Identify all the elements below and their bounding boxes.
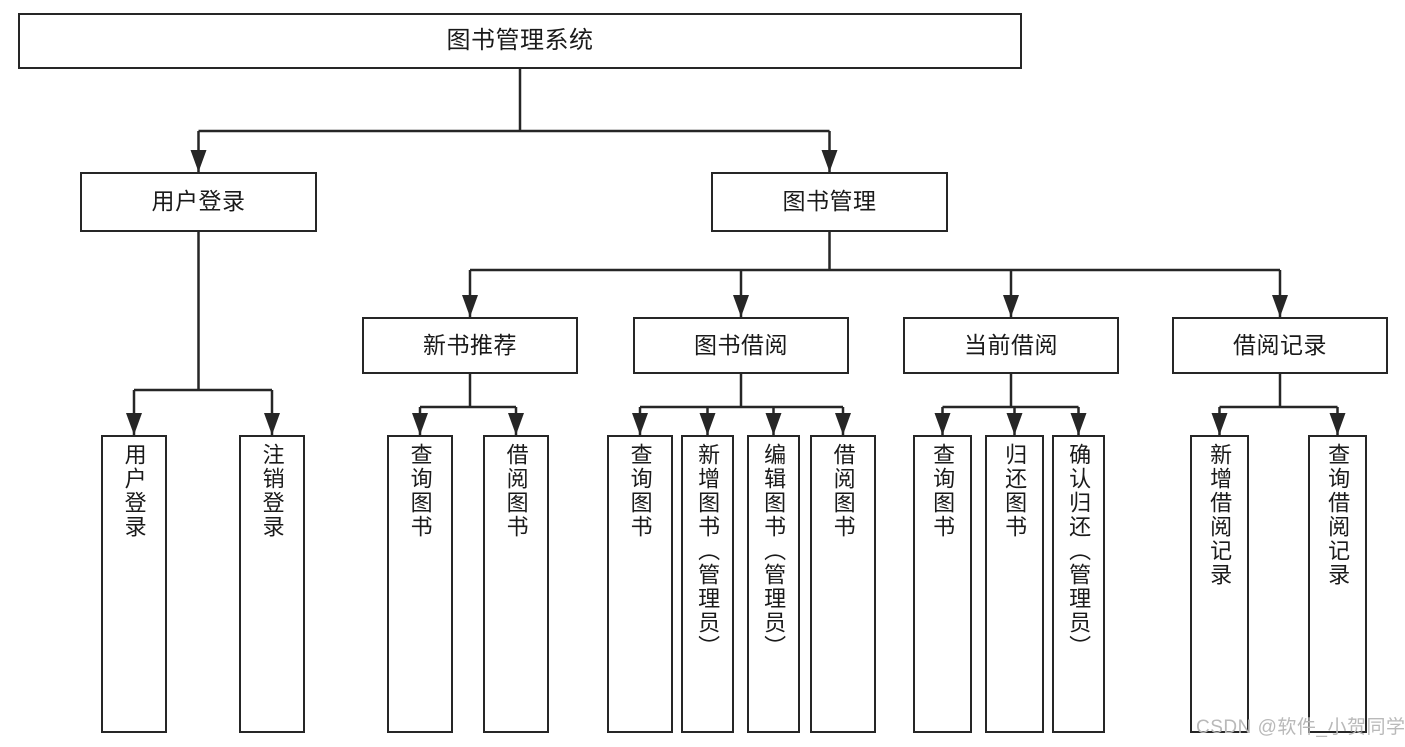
arrowhead-icon <box>126 413 142 435</box>
arrowhead-icon <box>699 413 716 435</box>
node-label: 新增图书（管理员） <box>695 443 721 659</box>
node-l-cur-query-book[interactable]: 查询图书 <box>913 435 972 733</box>
node-n-borrow-record[interactable]: 借阅记录 <box>1172 317 1388 374</box>
arrowhead-icon <box>190 150 207 172</box>
arrowhead-icon <box>632 413 648 435</box>
arrowhead-icon <box>821 150 838 172</box>
node-l-rec-query-record[interactable]: 查询借阅记录 <box>1308 435 1367 733</box>
node-l-rec-add-record[interactable]: 新增借阅记录 <box>1190 435 1249 733</box>
node-label: 查询借阅记录 <box>1325 443 1351 587</box>
arrowhead-icon <box>835 413 851 435</box>
node-l-rec-query-book[interactable]: 查询图书 <box>387 435 453 733</box>
node-label: 图书借阅 <box>694 331 788 358</box>
node-l-user-logout[interactable]: 注销登录 <box>239 435 305 733</box>
node-n-user-login[interactable]: 用户登录 <box>80 172 317 232</box>
arrowhead-icon <box>1003 295 1019 317</box>
node-label: 用户登录 <box>151 188 246 215</box>
node-n-book-manage[interactable]: 图书管理 <box>711 172 948 232</box>
arrowhead-icon <box>1272 295 1288 317</box>
node-label: 编辑图书（管理员） <box>761 443 787 659</box>
watermark: CSDN @软件_小贺同学 <box>1196 717 1405 738</box>
node-l-borrow-query-book[interactable]: 查询图书 <box>607 435 673 733</box>
arrowhead-icon <box>462 295 478 317</box>
node-label: 确认归还（管理员） <box>1066 443 1092 659</box>
arrowhead-icon <box>934 413 951 435</box>
node-label: 用户登录 <box>121 443 147 539</box>
node-root[interactable]: 图书管理系统 <box>18 13 1022 69</box>
arrowhead-icon <box>765 413 782 435</box>
node-l-cur-confirm-return[interactable]: 确认归还（管理员） <box>1052 435 1105 733</box>
arrowhead-icon <box>1006 413 1023 435</box>
node-label: 注销登录 <box>259 443 285 539</box>
arrowhead-icon <box>1329 413 1346 435</box>
node-n-book-borrow[interactable]: 图书借阅 <box>633 317 849 374</box>
node-label: 查询图书 <box>407 443 433 539</box>
node-n-new-book-rec[interactable]: 新书推荐 <box>362 317 578 374</box>
arrowhead-icon <box>1211 413 1228 435</box>
arrowhead-icon <box>733 295 749 317</box>
node-l-borrow-borrow-book[interactable]: 借阅图书 <box>810 435 876 733</box>
node-label: 图书管理 <box>782 188 877 215</box>
node-l-cur-return-book[interactable]: 归还图书 <box>985 435 1044 733</box>
arrowhead-icon <box>264 413 280 435</box>
node-label: 借阅图书 <box>503 443 529 539</box>
node-label: 借阅记录 <box>1233 331 1327 358</box>
node-l-borrow-edit-book[interactable]: 编辑图书（管理员） <box>747 435 800 733</box>
arrowhead-icon <box>412 413 428 435</box>
node-label: 查询图书 <box>627 443 653 539</box>
node-l-user-login[interactable]: 用户登录 <box>101 435 167 733</box>
node-label: 新书推荐 <box>423 331 517 358</box>
arrowhead-icon <box>1070 413 1087 435</box>
node-label: 查询图书 <box>930 443 956 539</box>
node-label: 图书管理系统 <box>446 26 594 54</box>
node-label: 当前借阅 <box>964 331 1058 358</box>
node-label: 借阅图书 <box>830 443 856 539</box>
arrowhead-icon <box>508 413 524 435</box>
node-n-current-borrow[interactable]: 当前借阅 <box>903 317 1119 374</box>
node-l-borrow-add-book[interactable]: 新增图书（管理员） <box>681 435 734 733</box>
node-l-rec-borrow-book[interactable]: 借阅图书 <box>483 435 549 733</box>
node-label: 归还图书 <box>1002 443 1028 539</box>
node-label: 新增借阅记录 <box>1207 443 1233 587</box>
